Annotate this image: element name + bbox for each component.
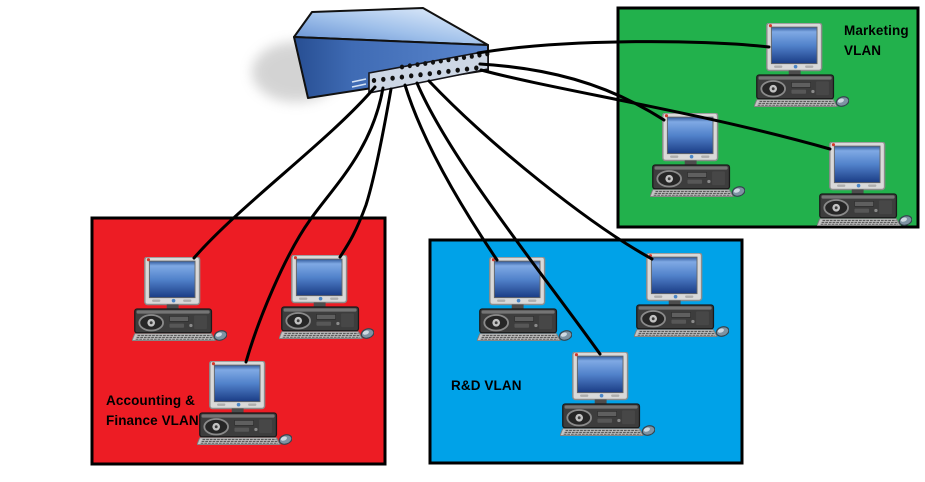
- switch-vent-line: [351, 83, 367, 88]
- cables: [192, 40, 832, 364]
- switch-front-face: [293, 36, 489, 99]
- cable-switch-to-marketing-right: [479, 68, 832, 151]
- switch-vent-line: [351, 78, 367, 83]
- switch-ports: [371, 51, 490, 83]
- vlan-label-line: Marketing: [844, 23, 909, 38]
- cable-switch-to-marketing-top: [476, 40, 771, 55]
- rnd-vlan-label: R&D VLAN: [451, 376, 522, 396]
- vlan-label-line: Accounting &: [106, 393, 195, 408]
- marketing-vlan-label: Marketing VLAN: [844, 21, 909, 61]
- cable-switch-to-marketing-left: [478, 62, 666, 122]
- cable-switch-to-accounting-right: [338, 87, 393, 259]
- cable-switch-to-rnd-right: [427, 79, 654, 261]
- vlan-label-line: Finance VLAN: [106, 413, 199, 428]
- accounting-finance-vlan-label: Accounting & Finance VLAN: [106, 391, 199, 431]
- cable-switch-to-rnd-bottom: [415, 81, 602, 356]
- cable-switch-to-accounting-bottom: [244, 86, 385, 364]
- vlan-label-line: R&D VLAN: [451, 378, 522, 393]
- network-switch: [252, 7, 490, 102]
- cable-switch-to-rnd-left: [403, 83, 499, 262]
- cable-switch-to-accounting-left: [192, 85, 377, 260]
- vlan-label-line: VLAN: [844, 43, 882, 58]
